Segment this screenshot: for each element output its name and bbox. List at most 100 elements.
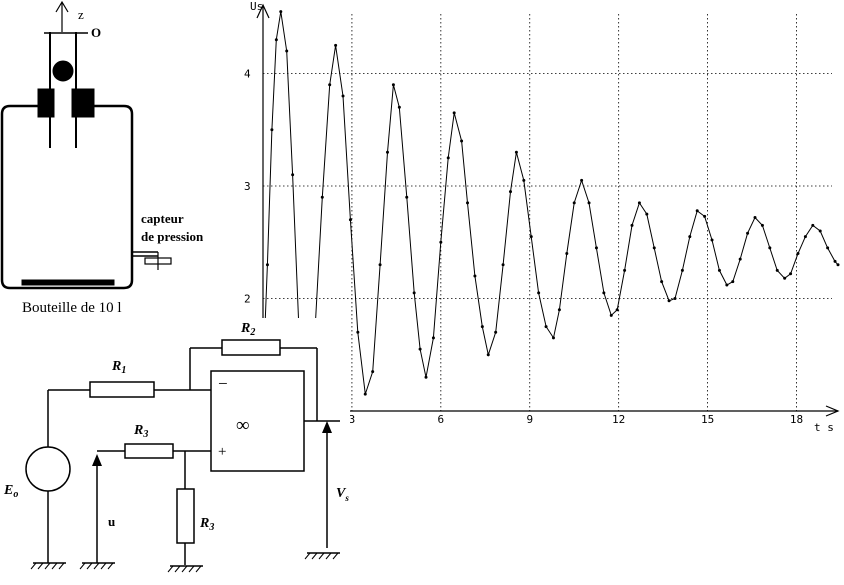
data-point-36 bbox=[494, 330, 498, 334]
data-point-18 bbox=[371, 370, 375, 374]
data-point-23 bbox=[405, 195, 409, 199]
data-point-33 bbox=[473, 274, 477, 278]
chart-overlap-mask bbox=[0, 318, 350, 580]
data-point-78 bbox=[796, 252, 800, 255]
data-point-30 bbox=[452, 111, 456, 115]
ground-hatch-2-2 bbox=[181, 565, 188, 573]
r2-label: R2 bbox=[240, 321, 255, 338]
data-point-42 bbox=[537, 291, 541, 295]
ground-hatch-3-4 bbox=[332, 552, 339, 560]
data-point-60 bbox=[667, 299, 671, 303]
data-point-61 bbox=[673, 297, 677, 300]
data-point-45 bbox=[557, 308, 561, 312]
stopper-left bbox=[37, 88, 55, 118]
data-point-12 bbox=[328, 83, 332, 87]
data-point-37 bbox=[501, 263, 505, 267]
data-point-59 bbox=[660, 280, 664, 284]
data-point-22 bbox=[397, 105, 401, 109]
data-point-72 bbox=[753, 216, 757, 219]
data-point-26 bbox=[424, 375, 428, 379]
data-point-63 bbox=[688, 235, 692, 239]
data-point-62 bbox=[680, 268, 684, 272]
x-axis-label: t s bbox=[814, 421, 834, 434]
data-point-20 bbox=[385, 150, 389, 154]
data-point-56 bbox=[637, 201, 641, 205]
data-point-14 bbox=[341, 94, 345, 98]
ground-hatch-0-1 bbox=[37, 562, 44, 570]
ground-hatch-1-1 bbox=[86, 562, 93, 570]
data-point-27 bbox=[431, 336, 435, 340]
data-point-81 bbox=[818, 229, 822, 233]
data-point-17 bbox=[363, 392, 367, 396]
x-tick-label-1: 6 bbox=[438, 413, 445, 426]
input-voltage-label: u bbox=[108, 514, 115, 529]
r1-label: R1 bbox=[111, 359, 126, 376]
u-arrowhead bbox=[92, 454, 102, 466]
data-point-34 bbox=[480, 325, 484, 329]
ground-hatch-0-3 bbox=[51, 562, 58, 570]
data-point-4 bbox=[279, 10, 283, 14]
ground-hatch-3-3 bbox=[325, 552, 332, 560]
chart-series bbox=[261, 10, 840, 413]
data-point-82 bbox=[826, 246, 830, 250]
data-point-77 bbox=[789, 272, 793, 276]
data-point-64 bbox=[695, 209, 699, 213]
data-point-66 bbox=[710, 238, 714, 242]
data-point-69 bbox=[731, 280, 735, 284]
ground-hatch-1-0 bbox=[79, 562, 86, 570]
y-axis-arrow bbox=[256, 3, 270, 19]
data-point-25 bbox=[418, 347, 422, 351]
data-point-16 bbox=[356, 330, 360, 334]
op-amp-minus: − bbox=[218, 374, 228, 393]
data-point-6 bbox=[291, 173, 295, 177]
data-point-70 bbox=[738, 257, 742, 261]
data-point-51 bbox=[602, 291, 606, 295]
data-point-83 bbox=[833, 259, 837, 263]
x-tick-label-3: 12 bbox=[612, 413, 625, 426]
x-axis-arrow bbox=[825, 405, 840, 417]
data-point-50 bbox=[594, 246, 598, 250]
data-point-11 bbox=[320, 195, 324, 199]
data-point-13 bbox=[334, 43, 338, 47]
data-point-80 bbox=[811, 223, 815, 227]
ground-hatch-3-0 bbox=[304, 552, 311, 560]
data-point-21 bbox=[391, 83, 395, 87]
data-point-73 bbox=[760, 223, 764, 227]
data-point-74 bbox=[768, 246, 772, 250]
ground-hatch-2-4 bbox=[195, 565, 202, 573]
ground-hatch-1-3 bbox=[100, 562, 107, 570]
op-amp-circuit bbox=[25, 339, 340, 567]
data-point-40 bbox=[522, 178, 526, 182]
data-point-52 bbox=[609, 313, 613, 317]
data-point-19 bbox=[378, 263, 382, 267]
data-point-79 bbox=[803, 235, 807, 239]
y-tick-label-2: 4 bbox=[244, 68, 251, 81]
data-point-3 bbox=[274, 38, 278, 42]
data-point-44 bbox=[551, 336, 555, 340]
data-point-39 bbox=[514, 150, 518, 154]
x-tick-label-0: 3 bbox=[349, 413, 356, 426]
data-point-55 bbox=[630, 223, 634, 227]
data-point-38 bbox=[508, 190, 512, 194]
ground-hatch-1-2 bbox=[93, 562, 100, 570]
ground-hatch-3-2 bbox=[318, 552, 325, 560]
y-axis-label: Us bbox=[250, 0, 263, 13]
vs-arrowhead bbox=[322, 421, 332, 433]
origin-label: O bbox=[91, 25, 101, 40]
bottle-outline bbox=[0, 104, 134, 290]
ground-hatch-1-4 bbox=[107, 562, 114, 570]
x-tick-label-4: 15 bbox=[701, 413, 714, 426]
source-label: Eo bbox=[3, 483, 18, 500]
data-point-29 bbox=[446, 156, 450, 160]
op-amp-infinity: ∞ bbox=[236, 415, 250, 436]
y-tick-label-0: 2 bbox=[244, 293, 251, 306]
ground-hatch-2-1 bbox=[174, 565, 181, 573]
ground-hatch-0-2 bbox=[44, 562, 51, 570]
ground-hatch-2-0 bbox=[167, 565, 174, 573]
data-point-24 bbox=[412, 291, 416, 295]
r3-label: R3 bbox=[133, 423, 148, 440]
output-voltage-label: Vs bbox=[336, 486, 349, 503]
